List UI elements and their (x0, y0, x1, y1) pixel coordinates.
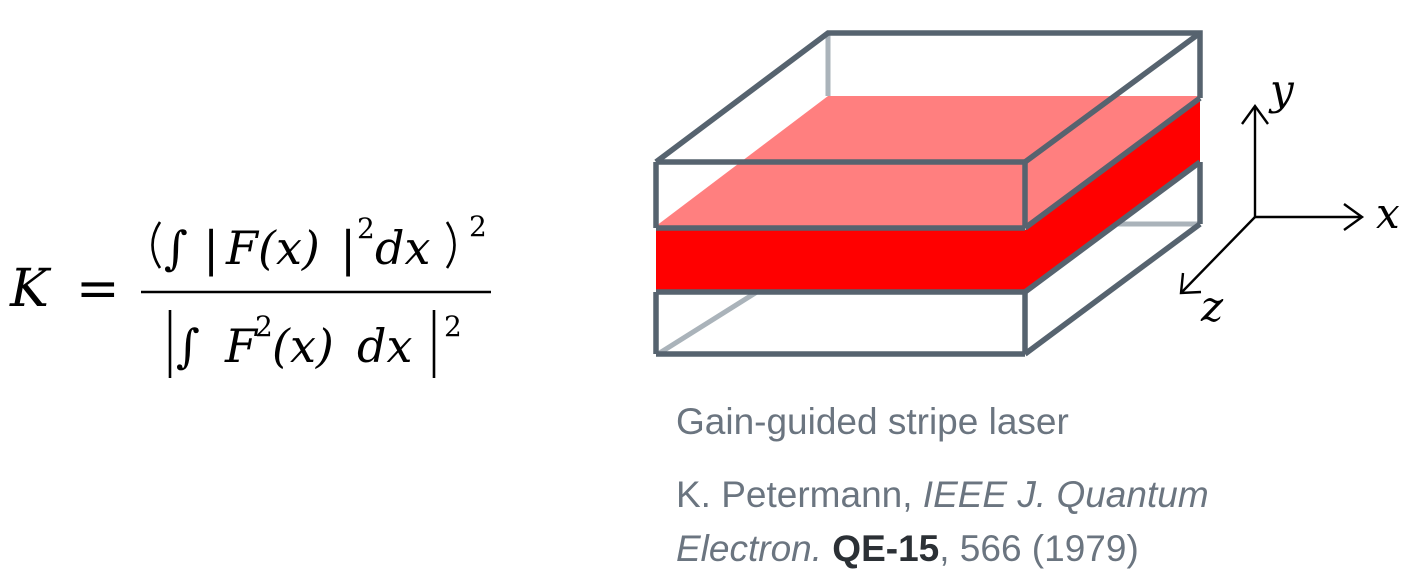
hidden-edge-bottom-diagonal (656, 287, 762, 357)
denominator-integral: ∫ (176, 319, 200, 373)
x-axis-arrowhead (1343, 203, 1365, 231)
active-layer-front (656, 230, 1025, 292)
reference-journal-1: IEEE J. Quantum (922, 474, 1209, 515)
denominator-func: F (224, 319, 259, 373)
top-right-diagonal (1023, 30, 1202, 165)
numerator-power: 2 (357, 212, 375, 245)
z-axis-arrowhead (1179, 272, 1202, 295)
bottom-side-edge (1023, 221, 1202, 357)
diagram-caption: Gain-guided stripe laser (676, 401, 1069, 442)
active-top-side-edge (1023, 95, 1202, 231)
numerator-func: F (225, 221, 260, 275)
x-axis-label: x (1376, 189, 1400, 238)
active-bottom-side-edge (1023, 159, 1202, 295)
reference-pages-year: , 566 (1979) (939, 528, 1139, 569)
z-axis-line (1181, 216, 1256, 293)
stripe-laser-diagram: y x z (653, 30, 1400, 357)
y-axis-label: y (1268, 65, 1295, 114)
formula-k: K = ∫ | F (x) | 2 dx 2 ∫ F 2 (x) dx 2 (9, 210, 491, 378)
denominator-outer-power: 2 (444, 310, 462, 343)
y-axis-arrowhead (1241, 103, 1269, 125)
numerator-abs-open: | (203, 221, 219, 277)
reference-journal-2: Electron. (676, 528, 823, 569)
numerator-diff: dx (375, 221, 430, 275)
denominator-arg: (x) (272, 319, 334, 373)
numerator-paren-left (151, 221, 162, 269)
top-layer-outline (654, 30, 1203, 165)
coordinate-axes (1179, 103, 1365, 295)
formula-equals: = (76, 259, 120, 319)
numerator-outer-power: 2 (469, 210, 487, 243)
z-axis-label: z (1200, 282, 1224, 331)
numerator-integral: ∫ (164, 221, 188, 275)
numerator-abs-close: | (340, 221, 356, 277)
numerator-paren-right (445, 221, 456, 269)
reference-line-1: K. Petermann, IEEE J. Quantum (676, 474, 1209, 516)
reference-line-2: Electron. QE-15, 566 (1979) (676, 528, 1139, 570)
reference-volume: QE-15 (832, 528, 940, 569)
denominator-diff: dx (357, 319, 412, 373)
box-edges (653, 30, 1203, 357)
active-layer-side (1025, 98, 1200, 292)
reference-author: K. Petermann, (676, 474, 923, 515)
numerator-arg: (x) (258, 221, 320, 275)
formula-lhs: K (9, 259, 52, 319)
denominator-power: 2 (255, 310, 273, 343)
